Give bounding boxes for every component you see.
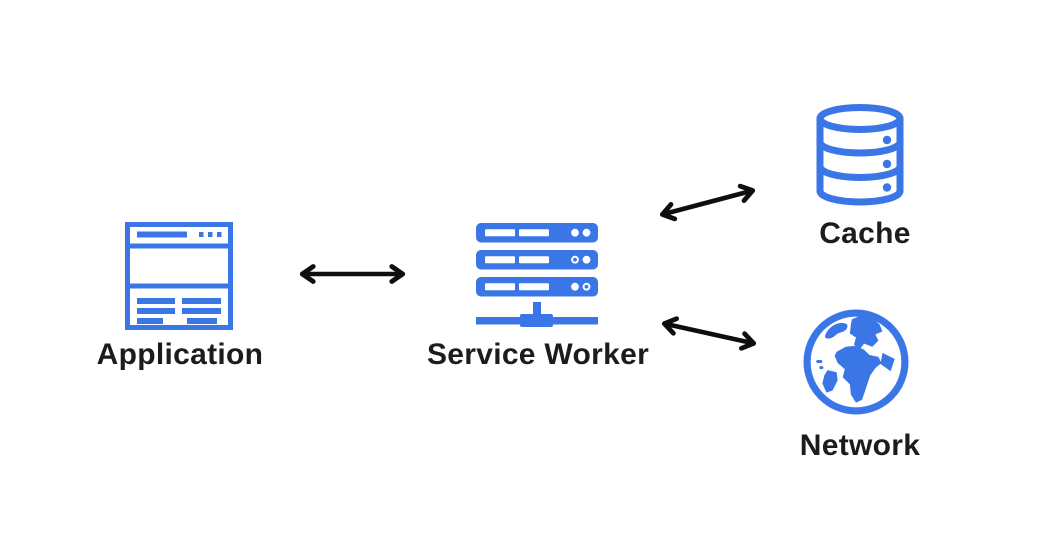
application-label: Application xyxy=(96,338,264,371)
database-cylinder-icon xyxy=(816,104,904,206)
arrow-service-worker-cache xyxy=(659,183,756,222)
node-application xyxy=(125,222,233,330)
node-cache xyxy=(813,104,907,206)
globe-icon xyxy=(803,309,909,415)
cache-label: Cache xyxy=(819,217,911,250)
node-service-worker xyxy=(476,223,598,327)
browser-window-icon xyxy=(125,222,233,330)
network-label: Network xyxy=(799,429,921,462)
arrow-service-worker-network xyxy=(661,316,757,351)
service-worker-label: Service Worker xyxy=(426,338,650,371)
node-network xyxy=(803,309,909,415)
server-stack-icon xyxy=(476,223,598,327)
